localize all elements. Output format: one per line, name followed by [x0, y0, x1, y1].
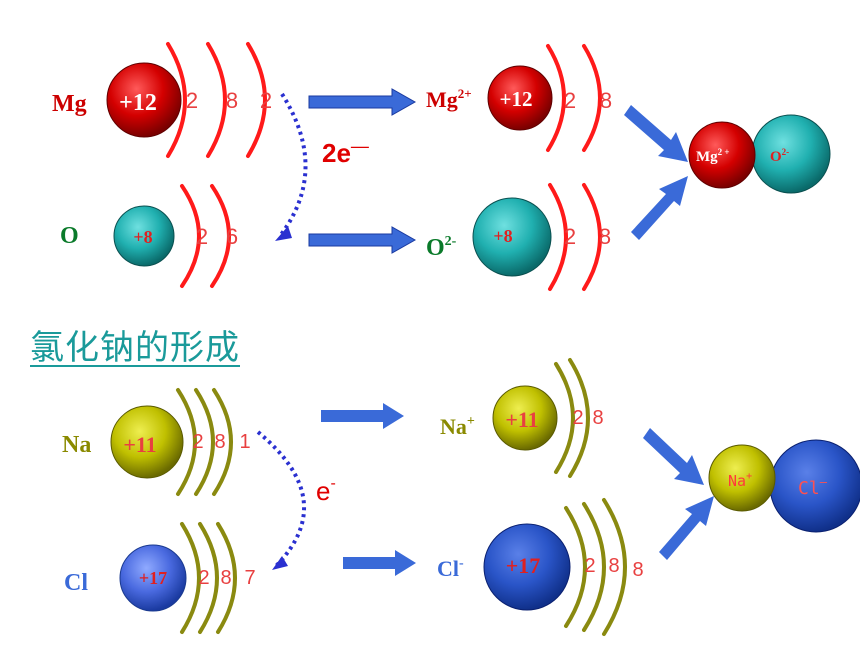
na-shell-1-count: 2: [192, 431, 203, 453]
o-ion-shell-1-count: 2: [564, 224, 576, 249]
na-ion-to-product-arrow: [643, 428, 704, 485]
cl-ion-label: Cl-: [437, 556, 464, 581]
o-electron-shells: [180, 184, 231, 288]
mg-ion-shell-2: [582, 44, 602, 152]
na-nucleus-charge: +11: [123, 432, 156, 457]
mg-ion-label: Mg2+: [426, 86, 472, 112]
mg-shell-1-count: 2: [186, 88, 198, 113]
mg-nucleus-charge: +12: [119, 90, 157, 116]
na-ion-label: Na+: [440, 414, 475, 439]
o-shell-1: [180, 184, 201, 288]
cl-nucleus-charge: +17: [139, 568, 167, 588]
mg-shell-1: [166, 42, 187, 158]
o-ion-arrow: [308, 226, 417, 254]
o-shell-2: [210, 184, 231, 288]
cl-nucleus: [119, 544, 187, 612]
o-label: O: [60, 223, 79, 249]
cl-ion-shell-3-count: 8: [632, 559, 643, 581]
mg-ion-shell-1: [546, 44, 566, 152]
o-ion-shell-2-count: 8: [599, 224, 611, 249]
na-label: Na: [62, 432, 91, 458]
o-nucleus-charge: +8: [133, 227, 152, 247]
o-nucleus: [113, 205, 175, 267]
na-ion-shell-2: [568, 358, 590, 478]
cl-ion-shell-2-count: 8: [608, 555, 619, 577]
na-to-cl-transfer-arrow: [256, 430, 307, 568]
na-transfer-electron: e-: [316, 475, 336, 506]
o-shell-2-count: 6: [226, 224, 238, 249]
cl-ion-shell-1-count: 2: [584, 555, 595, 577]
na-electron-shells: [176, 388, 233, 496]
o-ion-nucleus: [472, 197, 552, 277]
mg-shell-3-count: 2: [260, 88, 272, 113]
cl-shell-3: [216, 522, 237, 634]
mg-shell-2: [206, 42, 227, 158]
cl-shell-1: [180, 522, 201, 634]
na-shell-1: [176, 388, 197, 496]
mg-shell-2-count: 8: [226, 88, 238, 113]
o-ion-label: O2-: [426, 234, 457, 261]
cl-ion-shell-3: [602, 498, 627, 636]
o-ion-shell-1: [548, 183, 568, 291]
nacl-product-cl-label: Cl—: [798, 475, 828, 499]
na-ion-shell-1: [554, 362, 575, 474]
cl-ion-shell-1: [564, 506, 587, 628]
cl-ion-to-product-arrow: [659, 496, 714, 560]
cl-shell-2: [198, 522, 219, 634]
o-shell-1-count: 2: [196, 224, 208, 249]
cl-electron-shells: [180, 522, 237, 634]
nacl-product-na-ion: [708, 444, 776, 512]
na-ion-nucleus: [492, 385, 558, 451]
mgo-product-mg-ion: [688, 121, 756, 189]
mgo-product-o-ion: [751, 114, 831, 194]
nacl-product-na-label: Na+: [728, 471, 752, 490]
cl-shell-2-count: 8: [220, 567, 231, 589]
o-ion-electron-shells: [548, 183, 602, 291]
na-nucleus: [110, 405, 184, 479]
o-ion-to-product-arrow: [631, 176, 688, 240]
cl-ion-nucleus-charge: +17: [506, 553, 541, 578]
mgo-product-mg-label: Mg2 +: [696, 147, 730, 165]
mg-ion-nucleus-charge: +12: [500, 87, 533, 111]
mg-nucleus: [106, 62, 182, 138]
mg-ion-shell-2-count: 8: [600, 88, 612, 113]
cl-shell-3-count: 7: [244, 567, 255, 589]
cl-shell-1-count: 2: [198, 567, 209, 589]
cl-ion-arrow: [343, 550, 416, 576]
na-ion-arrow: [321, 403, 404, 429]
na-to-cl-arrowhead: [272, 556, 288, 570]
na-shell-3-count: 1: [239, 431, 250, 453]
na-shell-3: [212, 388, 233, 496]
na-shell-2: [194, 388, 215, 496]
cl-ion-electron-shells: [564, 498, 627, 636]
mg-ion-electron-shells: [546, 44, 602, 152]
cl-ion-nucleus: [483, 523, 571, 611]
o-ion-nucleus-charge: +8: [493, 226, 512, 246]
mg-ion-arrow: [308, 88, 417, 116]
na-shell-2-count: 8: [214, 431, 225, 453]
mgo-product-o-label: O2-: [770, 147, 789, 165]
cl-label: Cl: [64, 570, 88, 596]
mg-electron-shells: [166, 42, 267, 158]
mg-to-o-arrowhead: [275, 226, 292, 241]
na-ion-shell-2-count: 8: [592, 407, 603, 429]
mg-transfer-electrons: 2e—: [322, 136, 369, 168]
cl-ion-shell-2: [582, 502, 606, 632]
mg-to-o-transfer-arrow: [278, 92, 308, 238]
mg-label: Mg: [52, 91, 87, 117]
na-ion-shell-1-count: 2: [572, 407, 583, 429]
na-ion-electron-shells: [554, 358, 590, 478]
mg-ion-nucleus: [487, 65, 553, 131]
mg-ion-shell-1-count: 2: [564, 88, 576, 113]
mg-ion-to-product-arrow: [624, 105, 688, 162]
mg-shell-3: [246, 42, 267, 158]
section-title: 氯化钠的形成: [30, 328, 240, 368]
o-ion-shell-2: [582, 183, 602, 291]
na-ion-nucleus-charge: +11: [505, 407, 538, 432]
